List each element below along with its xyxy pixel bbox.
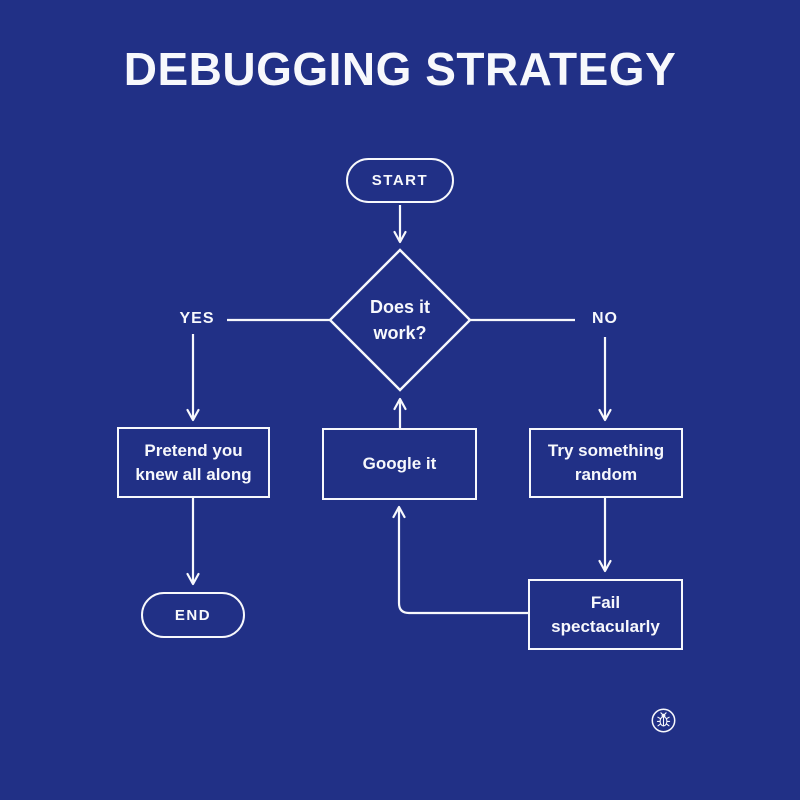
decision-node-label: Does it work? <box>369 297 430 343</box>
random-node-label: Try something random <box>547 441 665 484</box>
start-node: START <box>346 158 454 203</box>
end-node: END <box>141 592 245 638</box>
end-node-label: END <box>174 606 212 624</box>
pretend-node-label: Pretend you knew all along <box>135 440 252 484</box>
google-node-label: Google it <box>362 454 437 473</box>
bug-icon <box>651 708 676 733</box>
fail-node-label: Fail spectacularly <box>551 592 660 636</box>
page-title: DEBUGGING STRATEGY <box>123 43 677 95</box>
no-branch-label: NO <box>575 310 635 328</box>
yes-branch-label: YES <box>167 310 227 328</box>
start-node-label: START <box>371 172 429 189</box>
decision-node: Does it work? <box>330 250 470 390</box>
decision-diamond-shape <box>328 248 472 392</box>
edge-fail-google <box>392 505 528 615</box>
pretend-node: Pretend you knew all along <box>117 427 270 498</box>
fail-node: Fail spectacularly <box>528 579 683 650</box>
random-node: Try something random <box>529 428 683 498</box>
google-node: Google it <box>322 428 477 500</box>
